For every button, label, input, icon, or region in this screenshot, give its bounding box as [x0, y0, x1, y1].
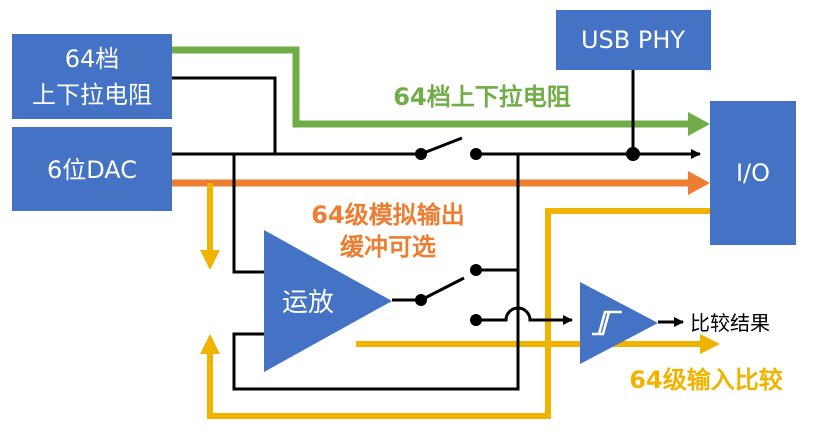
dac-down-arrowhead — [200, 250, 220, 270]
pull-resistor-label-1: 64档 — [65, 45, 120, 73]
buffer-label-1: 64级模拟输出 — [311, 201, 464, 229]
usb-phy-block: USB PHY — [556, 10, 711, 70]
pull-resistor-label-2: 上下拉电阻 — [32, 81, 152, 109]
dac-label: 6位DAC — [47, 156, 137, 184]
compare-result-arrowhead — [700, 334, 720, 354]
wiring — [172, 40, 701, 391]
compare-input-arrowhead — [200, 334, 220, 354]
pull-path-label: 64档上下拉电阻 — [393, 83, 570, 111]
io-block: I/O — [710, 101, 796, 245]
schmitt-trigger-icon — [592, 310, 622, 336]
pull-resistor-block: 64档 上下拉电阻 — [12, 34, 172, 119]
opamp-block: 运放 — [264, 230, 392, 372]
buffer-select-switch — [415, 264, 482, 326]
usb-phy-label: USB PHY — [581, 26, 685, 54]
compare-result-label: 比较结果 — [690, 311, 770, 335]
compare-path-label: 64级输入比较 — [629, 366, 782, 394]
pull-resistor-path — [172, 46, 690, 128]
output-switch — [415, 136, 482, 160]
usb-junction-dot — [626, 147, 640, 161]
buffer-label-2: 缓冲可选 — [340, 233, 436, 261]
io-label: I/O — [736, 159, 770, 187]
opamp-label: 运放 — [282, 288, 334, 318]
dac-block: 6位DAC — [12, 127, 172, 211]
compare-input-path — [207, 208, 710, 419]
pull-resistor-arrowhead — [688, 112, 710, 136]
comparator-block — [580, 282, 658, 364]
dac-output-arrowhead — [688, 171, 710, 195]
